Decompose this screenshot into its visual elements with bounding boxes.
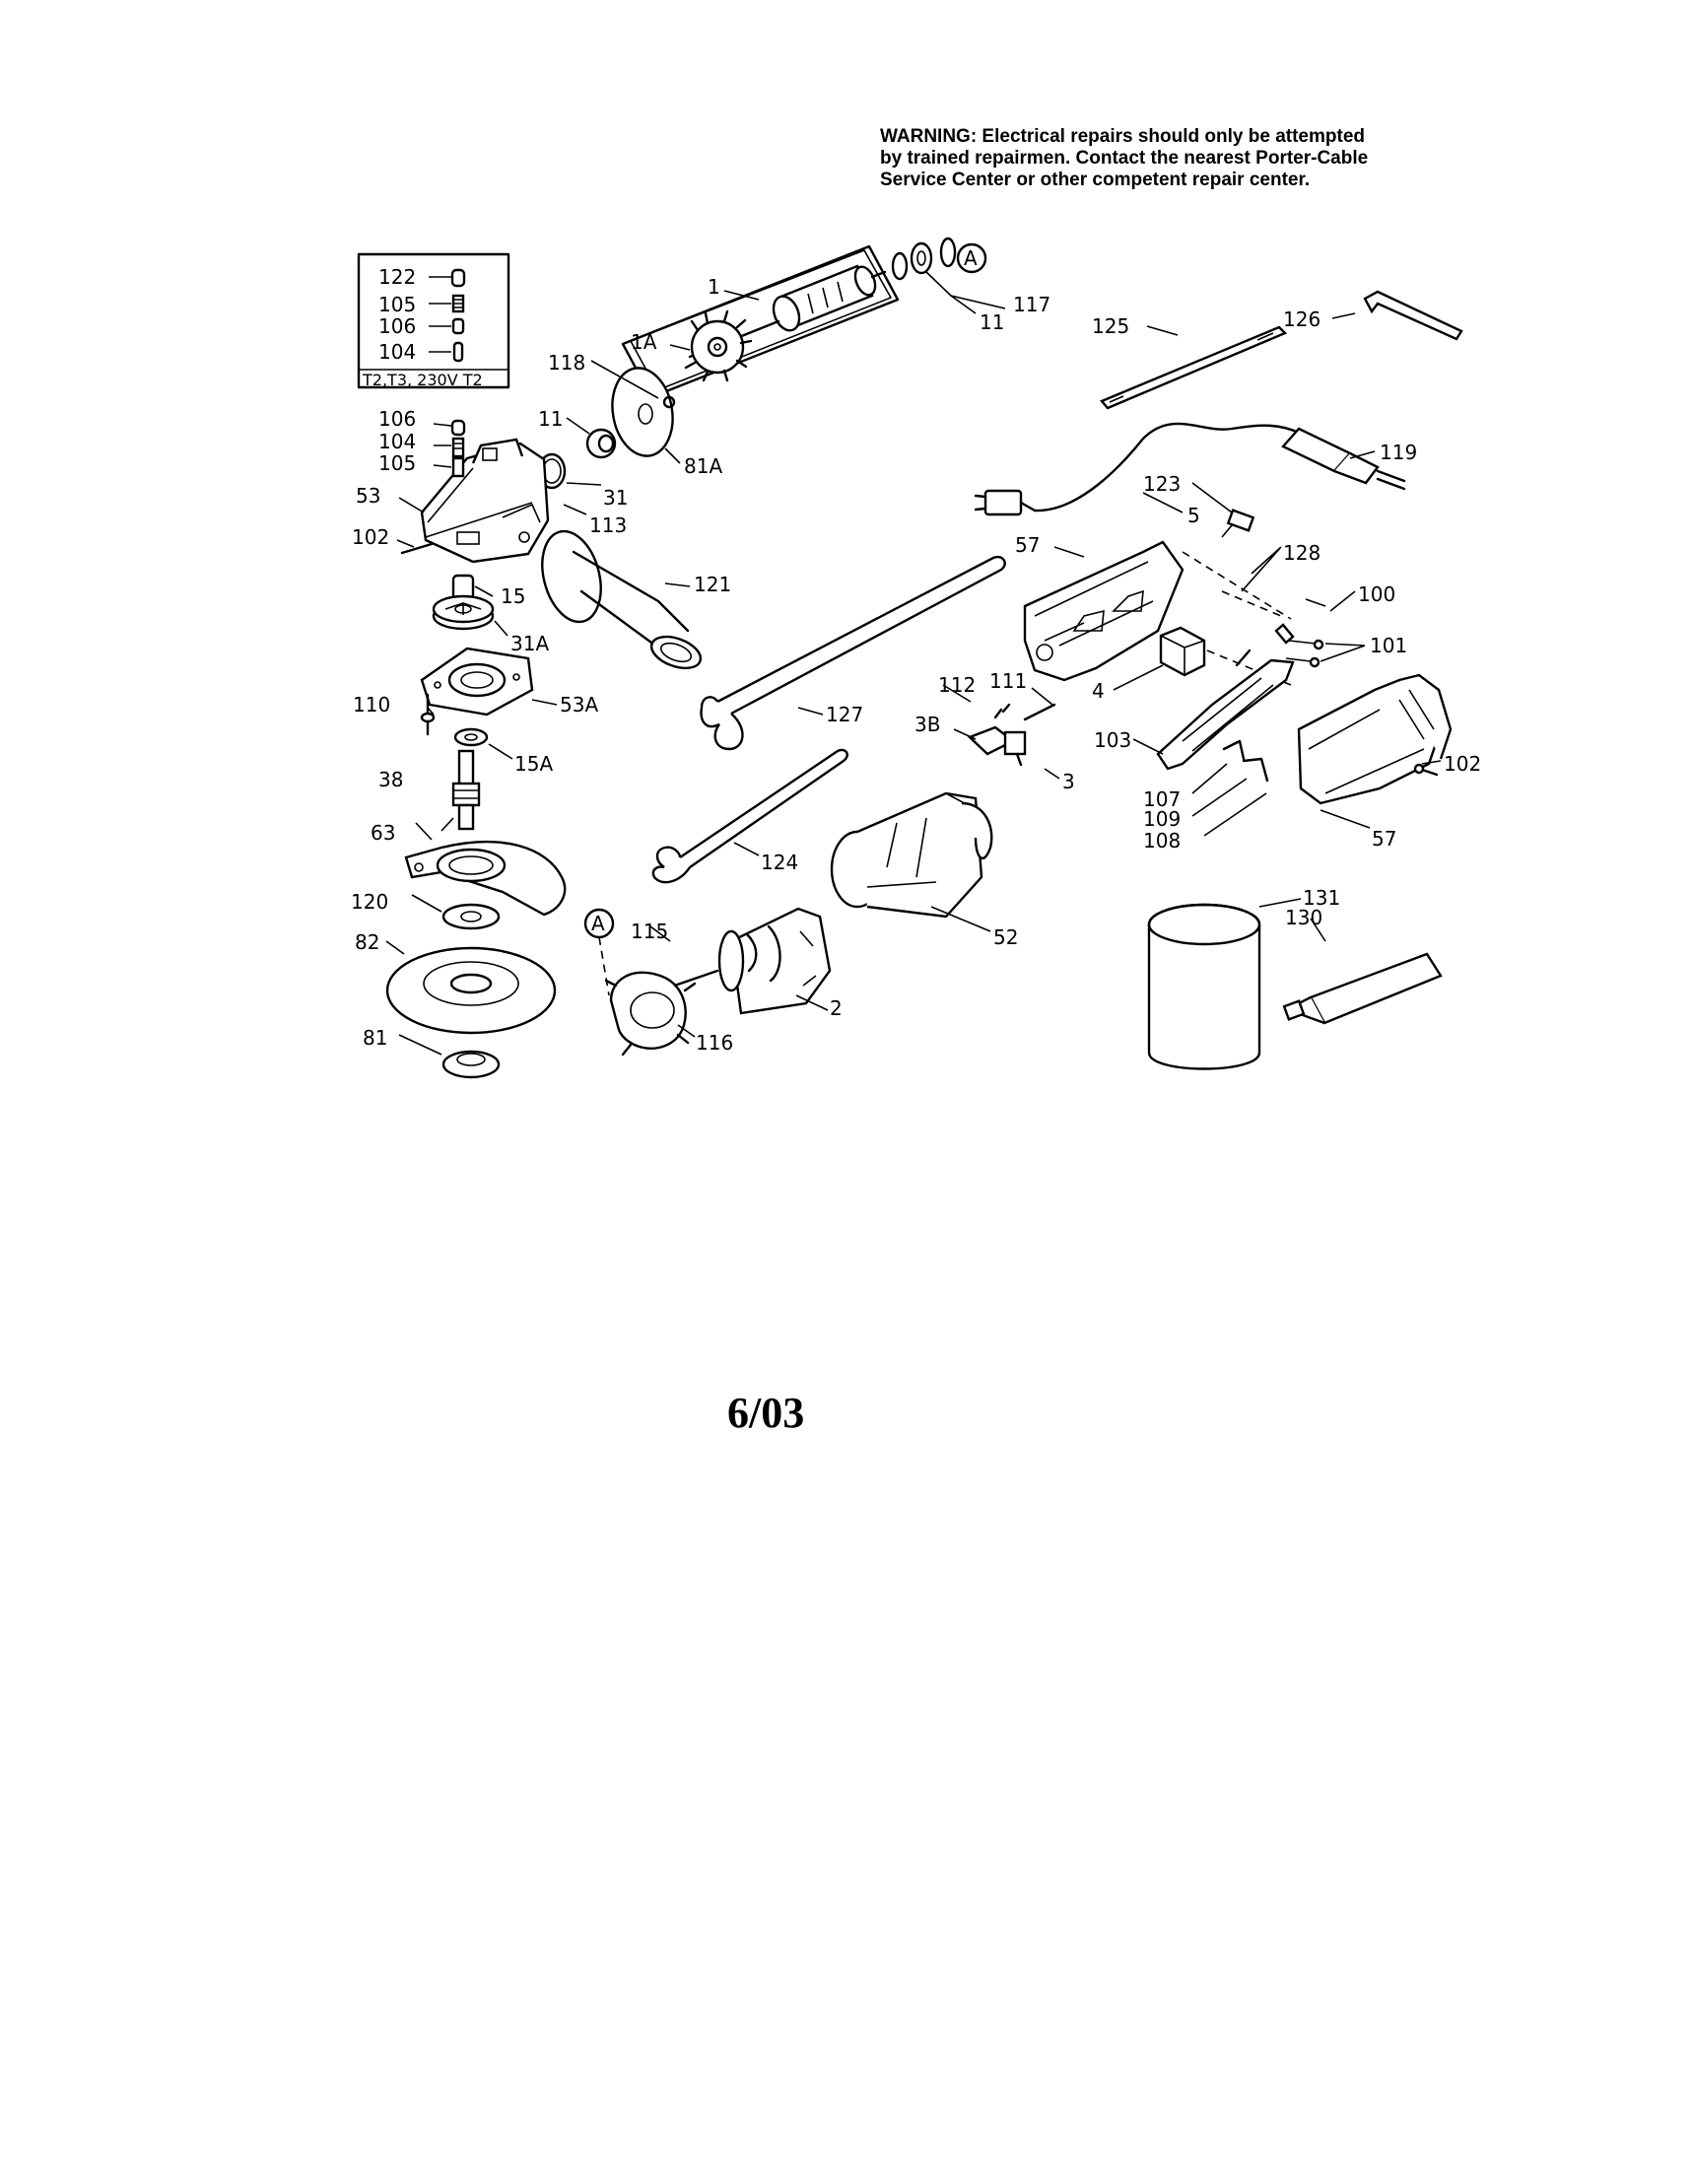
part-label: 102 <box>352 525 389 549</box>
inset-part-label: 105 <box>378 293 416 316</box>
trigger-103 <box>1156 648 1295 771</box>
wrench-125 <box>1100 325 1288 410</box>
motor-housing-52 <box>830 791 993 919</box>
part-label: 3B <box>914 713 940 736</box>
part-label: 2 <box>830 996 843 1020</box>
part-label: 15 <box>501 584 525 608</box>
guard-63 <box>404 841 567 917</box>
washer-15A <box>453 727 489 747</box>
handle-housing-57-bottom <box>1297 673 1453 805</box>
warning-line: WARNING: Electrical repairs should only … <box>880 126 1365 147</box>
inset-box: 122 105 106 104 T2,T3, 230V T2 <box>357 252 510 389</box>
part-label: 119 <box>1380 441 1417 464</box>
inset-caption: T2,T3, 230V T2 <box>362 371 483 389</box>
part-label: 125 <box>1092 314 1129 338</box>
part-label: 104 <box>378 430 416 453</box>
grease-tube-130 <box>1282 952 1443 1025</box>
part-label: 63 <box>371 821 395 845</box>
part-label: 131 <box>1303 886 1340 910</box>
part-label: 52 <box>993 925 1018 949</box>
part-label: 57 <box>1372 827 1396 851</box>
baffle-116: A <box>583 908 697 1057</box>
part-label: 103 <box>1094 728 1131 752</box>
part-label: 121 <box>694 573 731 596</box>
gear-31A <box>432 594 495 631</box>
power-cord <box>974 422 1406 516</box>
wheel-82 <box>385 946 557 1035</box>
part-label: 102 <box>1444 752 1481 776</box>
spanner-127 <box>700 555 1006 751</box>
part-label: 81A <box>684 454 722 478</box>
part-label: 1A <box>631 330 657 354</box>
switch-parts-107-109 <box>1222 739 1269 783</box>
part-label: 57 <box>1015 533 1040 557</box>
part-label: 5 <box>1187 504 1200 527</box>
part-label: 113 <box>589 513 627 537</box>
part-label: 111 <box>989 669 1027 693</box>
part-label: 128 <box>1283 541 1321 565</box>
part-label: 126 <box>1283 307 1321 331</box>
spanner-124 <box>651 748 848 884</box>
inset-part-label: 122 <box>378 265 416 289</box>
lubricant-can-131 <box>1147 903 1261 1070</box>
part-label: 11 <box>980 310 1004 334</box>
screws-101 <box>1274 623 1324 668</box>
part-label: 100 <box>1358 582 1395 606</box>
part-label: 130 <box>1285 906 1322 929</box>
part-labels: 1 1A 117 11 118 11 81A 31 113 125 126 11… <box>351 275 1481 1055</box>
armature-assembly: A <box>537 237 987 490</box>
bearing-plate-53A <box>420 647 534 736</box>
callout-a-top: A <box>964 246 978 270</box>
nut-81 <box>441 1050 501 1079</box>
part-label: 116 <box>696 1031 733 1055</box>
part-label: 1 <box>708 275 720 299</box>
part-label: 110 <box>353 693 390 717</box>
handle-housing-57-top <box>1023 540 1185 682</box>
spindle-38 <box>451 749 481 831</box>
part-label: 31A <box>510 632 549 655</box>
inset-part-label: 106 <box>378 314 416 338</box>
part-label: 107 <box>1143 787 1181 811</box>
warning-line: Service Center or other competent repair… <box>880 170 1311 190</box>
warning-line: by trained repairmen. Contact the neares… <box>880 148 1369 169</box>
part-label: 3 <box>1062 770 1075 793</box>
part-label: 112 <box>938 673 976 697</box>
part-label: 82 <box>355 930 379 954</box>
part-label: 117 <box>1013 293 1050 316</box>
part-label: 123 <box>1143 472 1181 496</box>
part-label: 53A <box>560 693 598 717</box>
part-label: 31 <box>603 486 628 510</box>
inset-part-label: 104 <box>378 340 416 364</box>
part-label: 4 <box>1092 679 1105 703</box>
part-label: 109 <box>1143 807 1181 831</box>
part-label: 53 <box>356 484 380 508</box>
leader-lines <box>385 271 1442 1056</box>
part-label: 124 <box>761 851 798 874</box>
part-label: 11 <box>538 407 563 431</box>
spindle-side-handle-121 <box>541 529 703 670</box>
part-label: 108 <box>1143 829 1181 853</box>
switch-3 <box>967 703 1056 767</box>
part-label: 81 <box>363 1026 387 1050</box>
part-label: 101 <box>1370 634 1407 657</box>
part-label: 127 <box>826 703 863 726</box>
part-label: 120 <box>351 890 388 914</box>
capacitor-4 <box>1159 626 1206 677</box>
part-label: 106 <box>378 407 416 431</box>
flange-120 <box>441 903 501 930</box>
part-label: 115 <box>631 920 668 943</box>
gear-case-53 <box>400 419 550 564</box>
warning-note: WARNING: Electrical repairs should only … <box>880 126 1491 191</box>
part-label: 118 <box>548 351 585 375</box>
hex-key-126 <box>1363 290 1463 341</box>
callout-a-bottom: A <box>591 912 605 935</box>
field-coil-2 <box>717 907 832 1015</box>
brush-123 <box>1221 509 1255 538</box>
part-label: 105 <box>378 451 416 475</box>
revision-date: 6/03 <box>727 1389 805 1437</box>
part-label: 38 <box>378 768 403 791</box>
part-label: 15A <box>514 752 553 776</box>
